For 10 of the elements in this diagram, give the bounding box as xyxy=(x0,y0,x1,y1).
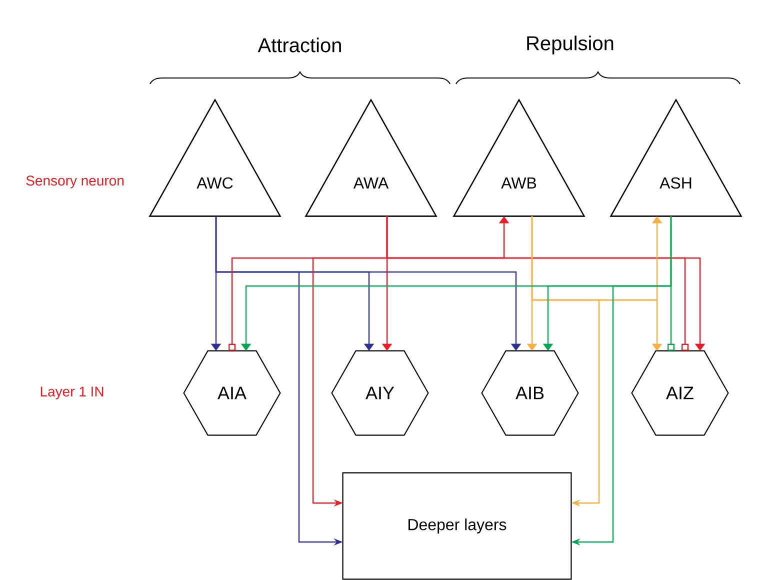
heading: Repulsion xyxy=(527,36,614,54)
row-label: Layer 1 IN xyxy=(40,386,104,400)
connector-arrow xyxy=(531,216,600,507)
interneuron-hexagon: AIB xyxy=(481,350,579,436)
interneuron-hexagon: AIZ xyxy=(631,350,729,436)
heading: Attraction xyxy=(258,38,341,52)
row-label: Sensory neuron xyxy=(26,176,124,188)
interneuron-hexagon: AIA xyxy=(183,350,281,436)
process-box: Deeper layers xyxy=(342,472,572,580)
interneuron-hexagon: AIY xyxy=(331,350,429,436)
